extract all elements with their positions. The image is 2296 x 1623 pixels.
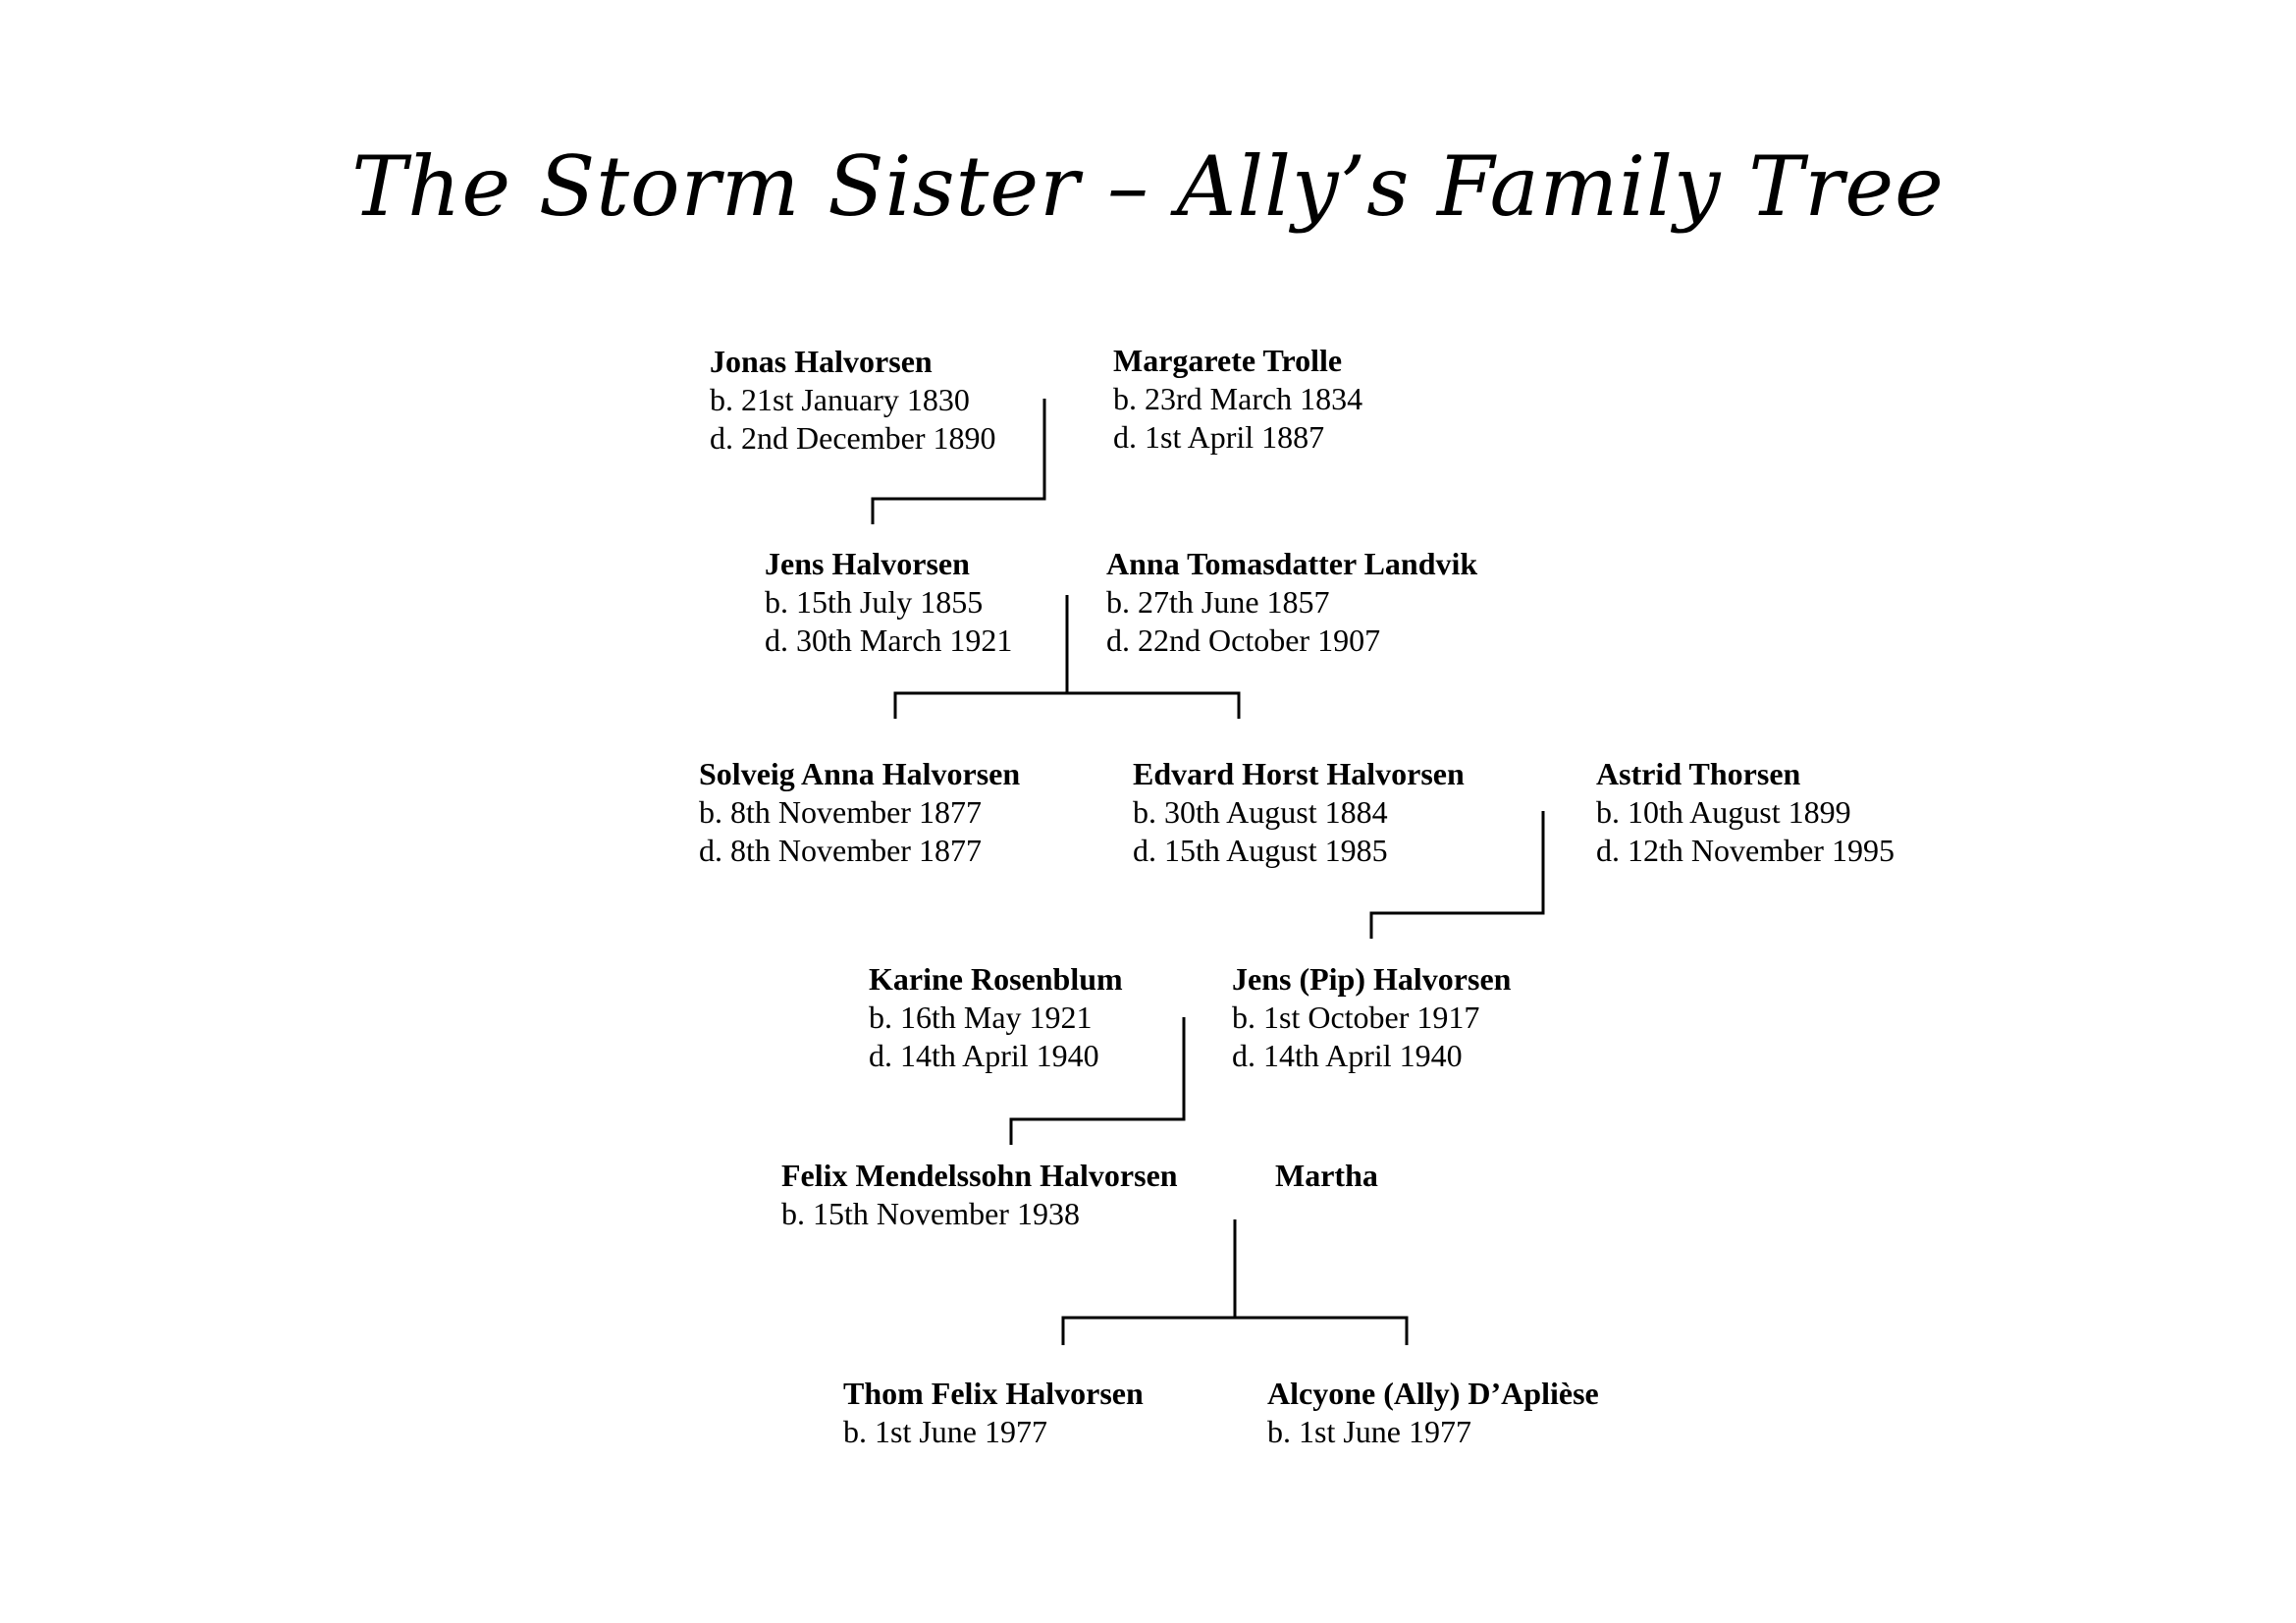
person-name: Karine Rosenblum [869, 961, 1123, 997]
birth-date: b. 15th July 1855 [765, 584, 984, 620]
person-edvard-horst-halvorsen: Edvard Horst Halvorsen b. 30th August 18… [1133, 755, 1465, 870]
person-name: Jens Halvorsen [765, 546, 970, 581]
person-alcyone-ally-dapliese: Alcyone (Ally) D’Aplièse b. 1st June 197… [1267, 1375, 1599, 1451]
birth-date: b. 8th November 1877 [699, 794, 982, 830]
person-name: Margarete Trolle [1113, 343, 1343, 378]
birth-date: b. 1st October 1917 [1232, 1000, 1480, 1035]
person-jonas-halvorsen: Jonas Halvorsen b. 21st January 1830 d. … [710, 343, 995, 458]
person-karine-rosenblum: Karine Rosenblum b. 16th May 1921 d. 14t… [869, 960, 1123, 1075]
birth-date: b. 27th June 1857 [1106, 584, 1330, 620]
person-anna-tomasdatter-landvik: Anna Tomasdatter Landvik b. 27th June 18… [1106, 545, 1477, 660]
connector-jens-anna-to-children [893, 595, 1241, 719]
death-date: d. 2nd December 1890 [710, 420, 996, 456]
person-solveig-anna-halvorsen: Solveig Anna Halvorsen b. 8th November 1… [699, 755, 1020, 870]
person-margarete-trolle: Margarete Trolle b. 23rd March 1834 d. 1… [1113, 342, 1362, 457]
person-name: Felix Mendelssohn Halvorsen [781, 1158, 1178, 1193]
birth-date: b. 15th November 1938 [781, 1196, 1080, 1231]
person-name: Jonas Halvorsen [710, 344, 933, 379]
connector-jonas-margarete-to-jens [871, 399, 1046, 524]
connector-pip-karine-to-felix [1009, 1017, 1186, 1145]
page-title: The Storm Sister – Ally’s Family Tree [351, 138, 1945, 235]
person-name: Solveig Anna Halvorsen [699, 756, 1021, 791]
person-jens-halvorsen: Jens Halvorsen b. 15th July 1855 d. 30th… [765, 545, 1012, 660]
birth-date: b. 23rd March 1834 [1113, 381, 1363, 416]
person-thom-felix-halvorsen: Thom Felix Halvorsen b. 1st June 1977 [843, 1375, 1144, 1451]
death-date: d. 30th March 1921 [765, 622, 1013, 658]
person-jens-pip-halvorsen: Jens (Pip) Halvorsen b. 1st October 1917… [1232, 960, 1511, 1075]
death-date: d. 15th August 1985 [1133, 833, 1388, 868]
connector-felix-martha-to-children [1061, 1219, 1409, 1345]
birth-date: b. 30th August 1884 [1133, 794, 1388, 830]
birth-date: b. 1st June 1977 [1267, 1414, 1471, 1449]
death-date: d. 8th November 1877 [699, 833, 982, 868]
person-astrid-thorsen: Astrid Thorsen b. 10th August 1899 d. 12… [1596, 755, 1895, 870]
person-name: Thom Felix Halvorsen [843, 1376, 1144, 1411]
birth-date: b. 16th May 1921 [869, 1000, 1093, 1035]
person-name: Alcyone (Ally) D’Aplièse [1267, 1376, 1599, 1411]
death-date: d. 14th April 1940 [869, 1038, 1099, 1073]
death-date: d. 22nd October 1907 [1106, 622, 1381, 658]
person-name: Martha [1275, 1158, 1378, 1193]
person-name: Edvard Horst Halvorsen [1133, 756, 1465, 791]
death-date: d. 12th November 1995 [1596, 833, 1895, 868]
person-name: Anna Tomasdatter Landvik [1106, 546, 1478, 581]
birth-date: b. 1st June 1977 [843, 1414, 1047, 1449]
person-felix-mendelssohn-halvorsen: Felix Mendelssohn Halvorsen b. 15th Nove… [781, 1157, 1178, 1233]
person-name: Jens (Pip) Halvorsen [1232, 961, 1512, 997]
connector-edvard-astrid-to-pip [1369, 811, 1545, 939]
person-name: Astrid Thorsen [1596, 756, 1801, 791]
birth-date: b. 10th August 1899 [1596, 794, 1851, 830]
person-martha: Martha [1275, 1157, 1378, 1195]
death-date: d. 14th April 1940 [1232, 1038, 1463, 1073]
birth-date: b. 21st January 1830 [710, 382, 970, 417]
death-date: d. 1st April 1887 [1113, 419, 1325, 455]
